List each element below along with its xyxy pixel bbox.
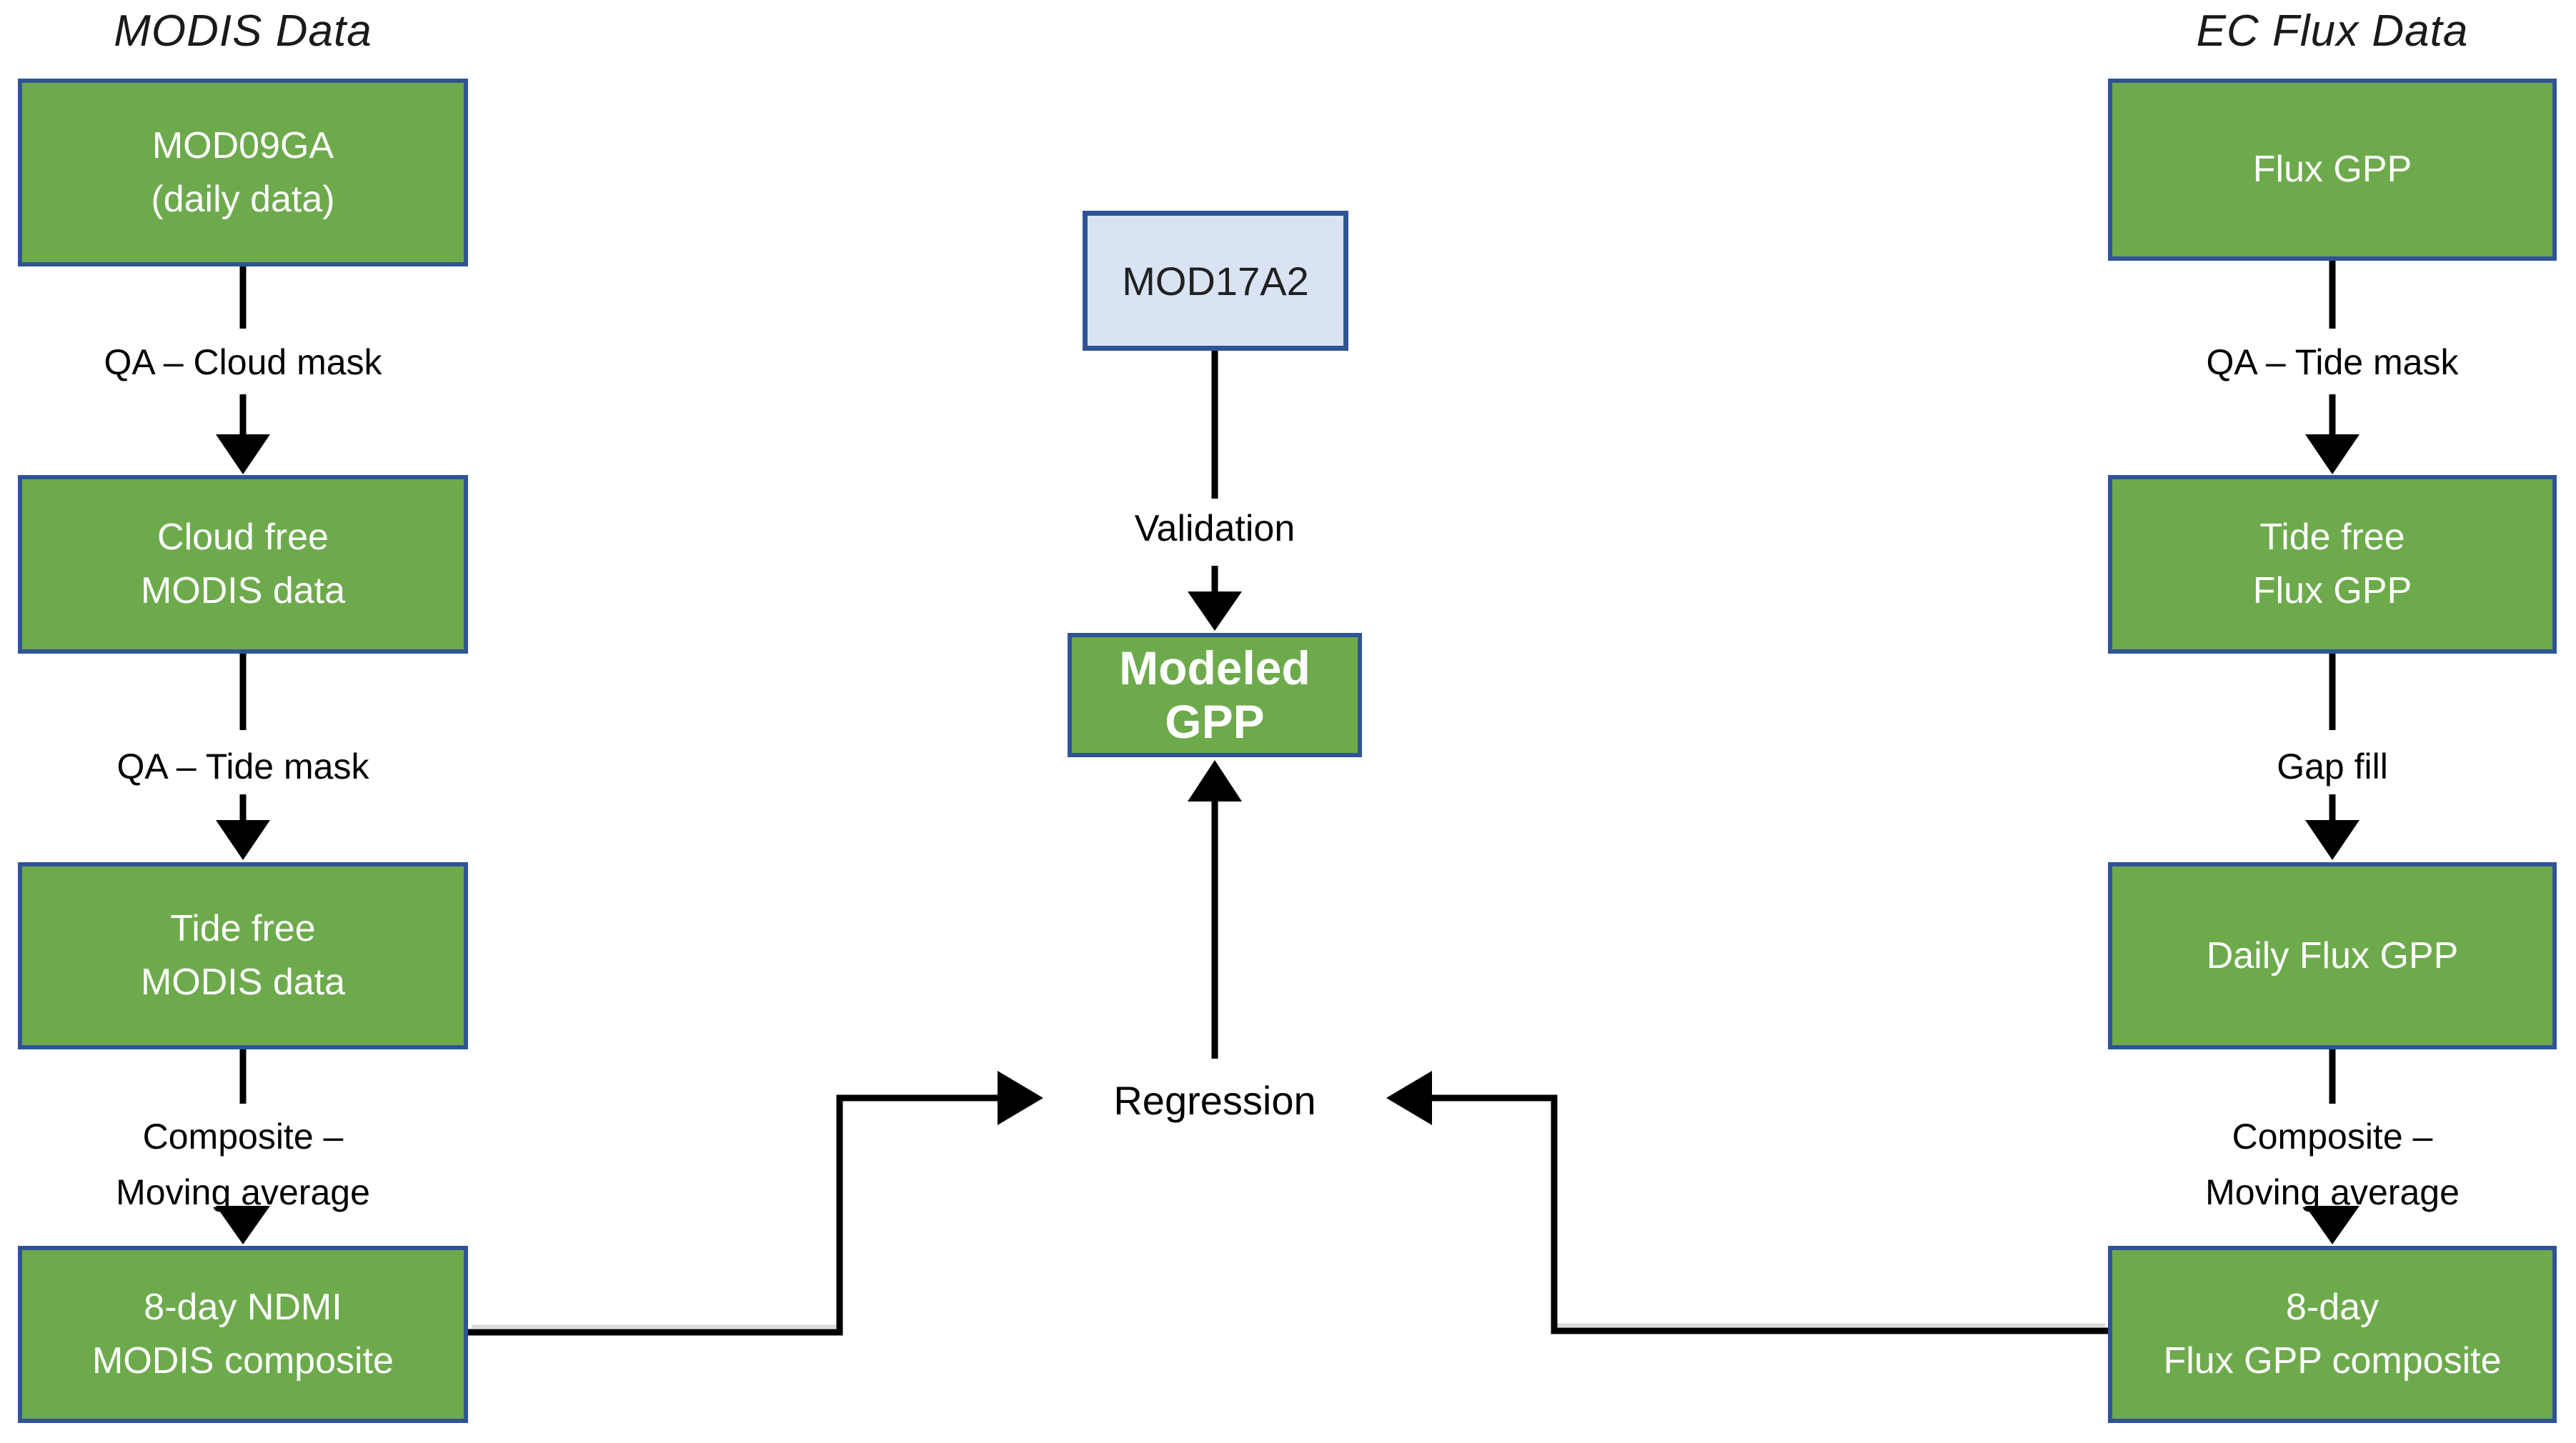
- label-composite-left-line1: Composite –: [142, 1117, 344, 1157]
- box-mod17a2: MOD17A2: [1083, 211, 1348, 351]
- label-composite-right-line1: Composite –: [2232, 1117, 2433, 1157]
- arrow-regression-to-modeled-gpp: [1188, 760, 1242, 1059]
- connector-flux-composite-to-regression: [1386, 1071, 2108, 1334]
- box-tide-free-flux-line2: Flux GPP: [2252, 570, 2412, 611]
- arrow-cloudfree-to-tidefree-modis: [216, 651, 270, 860]
- arrow-fluxgpp-to-tidefree-flux: [2305, 261, 2359, 474]
- label-composite-left-line2: Moving average: [116, 1172, 370, 1212]
- box-8day-ndmi-composite-line1: 8-day NDMI: [144, 1287, 342, 1328]
- label-composite-right-line2: Moving average: [2205, 1172, 2460, 1212]
- label-regression: Regression: [1113, 1078, 1316, 1123]
- box-8day-flux-composite-line1: 8-day: [2285, 1287, 2379, 1328]
- box-tide-free-flux-line1: Tide free: [2259, 516, 2405, 558]
- label-qa-tide-mask-right: QA – Tide mask: [2206, 342, 2459, 382]
- box-tide-free-modis-line1: Tide free: [170, 908, 316, 949]
- arrow-tidefree-flux-to-daily-flux: [2305, 651, 2359, 860]
- box-8day-ndmi-composite: 8-day NDMI MODIS composite: [18, 1246, 468, 1423]
- box-8day-flux-composite-line2: Flux GPP composite: [2163, 1340, 2502, 1382]
- arrow-daily-flux-to-composite-flux: [2305, 1048, 2359, 1244]
- box-cloud-free-modis: Cloud free MODIS data: [18, 475, 468, 654]
- label-composite-moving-average-left: Composite – Moving average: [18, 1109, 468, 1220]
- box-modeled-gpp: Modeled GPP: [1068, 633, 1362, 757]
- connector-ndmi-composite-to-regression: [468, 1071, 1043, 1336]
- right-column-title: EC Flux Data: [2196, 6, 2469, 56]
- box-8day-flux-gpp-composite: 8-day Flux GPP composite: [2108, 1246, 2557, 1423]
- box-mod09ga-line2: (daily data): [151, 178, 335, 220]
- box-mod09ga-line1: MOD09GA: [151, 124, 334, 166]
- box-8day-ndmi-composite-line2: MODIS composite: [92, 1340, 394, 1382]
- label-composite-moving-average-right: Composite – Moving average: [2108, 1109, 2557, 1220]
- label-validation: Validation: [1134, 508, 1296, 549]
- box-daily-flux-gpp: Daily Flux GPP: [2108, 862, 2557, 1049]
- arrow-mod09ga-to-cloudfree: [216, 264, 270, 474]
- label-qa-tide-mask-left: QA – Tide mask: [116, 747, 369, 787]
- box-tide-free-flux-gpp: Tide free Flux GPP: [2108, 475, 2557, 654]
- left-column-title: MODIS Data: [114, 6, 372, 56]
- box-mod09ga: MOD09GA (daily data): [18, 79, 468, 266]
- box-flux-gpp: Flux GPP: [2108, 79, 2557, 261]
- box-tide-free-modis-line2: MODIS data: [140, 962, 346, 1003]
- arrow-tidefree-to-composite-modis: [216, 1048, 270, 1244]
- box-cloud-free-modis-line1: Cloud free: [157, 516, 329, 558]
- box-tide-free-modis: Tide free MODIS data: [18, 862, 468, 1049]
- label-qa-cloud-mask: QA – Cloud mask: [104, 342, 382, 382]
- arrow-mod17a2-validation-to-modeled-gpp: [1188, 350, 1242, 631]
- box-cloud-free-modis-line2: MODIS data: [140, 570, 346, 611]
- label-gap-fill: Gap fill: [2277, 747, 2388, 787]
